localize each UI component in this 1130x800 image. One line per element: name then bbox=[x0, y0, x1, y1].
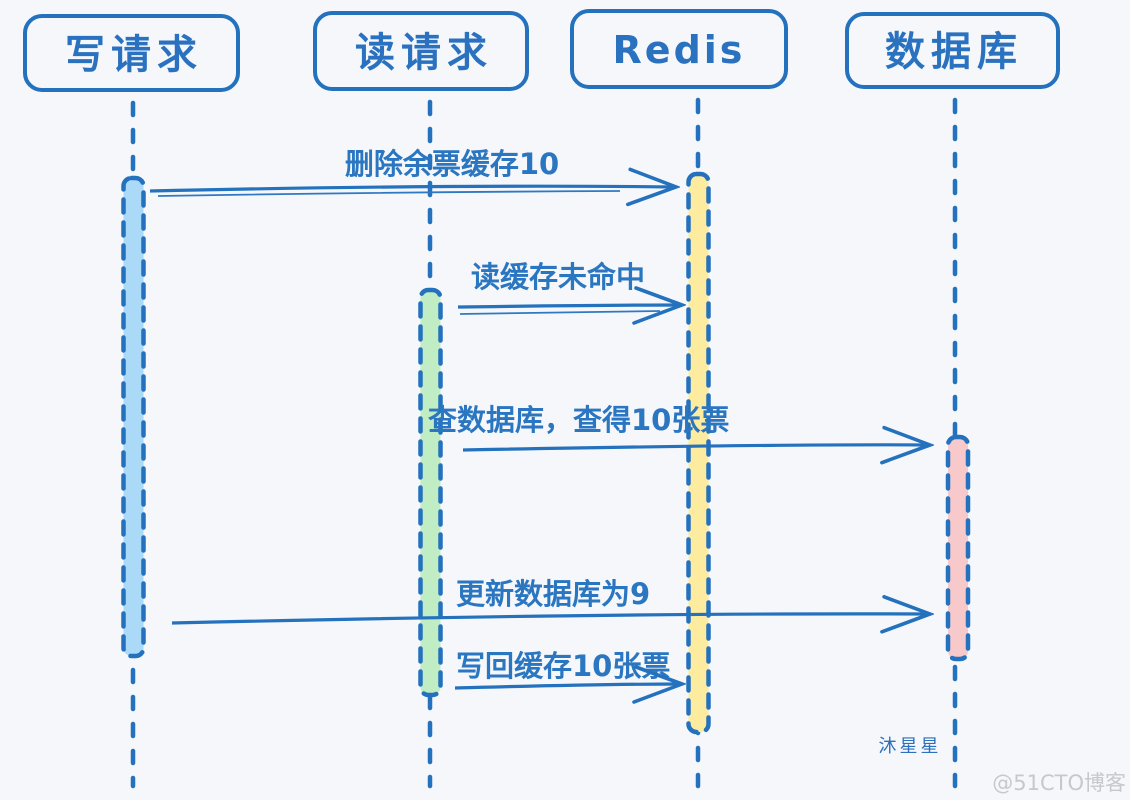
message-label: 查数据库，查得10张票 bbox=[428, 403, 729, 437]
message-delete-cache: 删除余票缓存10 bbox=[149, 147, 676, 197]
participant-database: 数据库 bbox=[845, 12, 1060, 89]
participant-box bbox=[845, 12, 1060, 89]
message-cache-miss: 读缓存未命中 bbox=[457, 260, 682, 315]
activation-bar-redis bbox=[686, 171, 711, 735]
participant-write-request: 写请求 bbox=[23, 14, 240, 92]
message-arrow bbox=[462, 445, 930, 450]
participant-label: 写请求 bbox=[65, 32, 203, 78]
participant-label: 数据库 bbox=[885, 29, 1023, 75]
participant-box bbox=[23, 14, 240, 92]
message-arrow-sketch-line bbox=[157, 190, 621, 197]
activation-bar-read-request bbox=[418, 287, 443, 698]
message-update-database: 更新数据库为9 bbox=[171, 577, 930, 623]
message-write-back-cache: 写回缓存10张票 bbox=[454, 649, 682, 688]
message-arrow bbox=[454, 684, 682, 688]
activation-bar-database bbox=[945, 434, 971, 662]
message-arrow bbox=[457, 305, 682, 307]
participant-redis: Redis bbox=[570, 9, 788, 89]
activation-bar-write-request bbox=[121, 175, 146, 659]
participant-label: Redis bbox=[613, 28, 746, 72]
message-label: 更新数据库为9 bbox=[456, 577, 650, 611]
message-label: 读缓存未命中 bbox=[471, 260, 645, 294]
author-watermark: 沐星星 bbox=[879, 736, 942, 757]
message-label: 删除余票缓存10 bbox=[345, 147, 559, 181]
message-arrow-sketch-line bbox=[459, 310, 661, 315]
participant-box bbox=[570, 9, 788, 89]
message-query-database: 查数据库，查得10张票 bbox=[428, 403, 930, 450]
message-arrow bbox=[171, 614, 930, 623]
participant-label: 读请求 bbox=[355, 30, 493, 76]
participant-read-request: 读请求 bbox=[313, 11, 529, 91]
site-watermark: @51CTO博客 bbox=[992, 771, 1126, 795]
participant-box bbox=[313, 11, 529, 91]
message-label: 写回缓存10张票 bbox=[456, 649, 670, 683]
message-arrow bbox=[149, 186, 676, 191]
